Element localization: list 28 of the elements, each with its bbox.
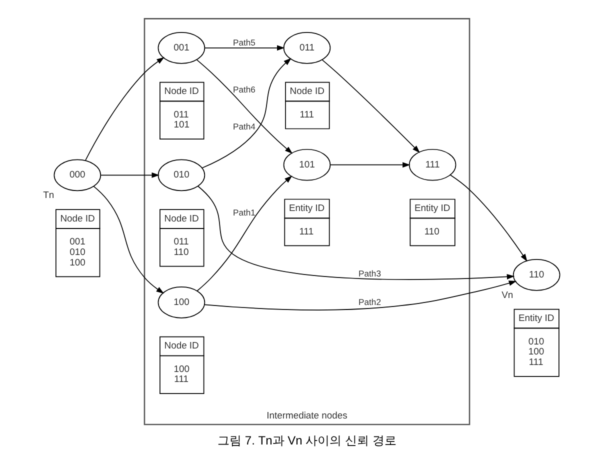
node-label: Vn: [502, 290, 514, 301]
edge-label: Path4: [233, 122, 256, 132]
node-ellipse: 111: [408, 148, 456, 181]
node-ellipse: 101: [283, 148, 331, 181]
arrow: [450, 174, 528, 262]
arrow: [100, 172, 160, 178]
caption: 그림 7. Tn과 Vn 사이의 신뢰 경로: [218, 433, 396, 448]
arrow: [85, 57, 164, 161]
node-ellipse: 110: [512, 259, 560, 291]
arrow: [202, 58, 292, 168]
arrow: [196, 176, 292, 292]
edge-label: Path5: [233, 37, 256, 48]
node-ellipse: 010: [158, 159, 206, 192]
node-ellipse: 000: [54, 159, 102, 192]
node-label: Tn: [43, 190, 54, 202]
node-ellipse: 011: [283, 32, 331, 64]
arrow: [322, 59, 420, 154]
arrow: [204, 280, 517, 310]
arrow: [330, 162, 410, 168]
arrow: [93, 186, 164, 294]
edge-label: Path6: [233, 84, 256, 95]
edge-label: Path1: [233, 208, 256, 218]
arrow: [196, 59, 293, 154]
arrow: [198, 186, 515, 280]
edge-label: Path2: [358, 297, 381, 308]
arrow: [204, 45, 285, 51]
node-ellipse: 100: [158, 286, 206, 318]
edge-label: Path3: [358, 268, 381, 279]
